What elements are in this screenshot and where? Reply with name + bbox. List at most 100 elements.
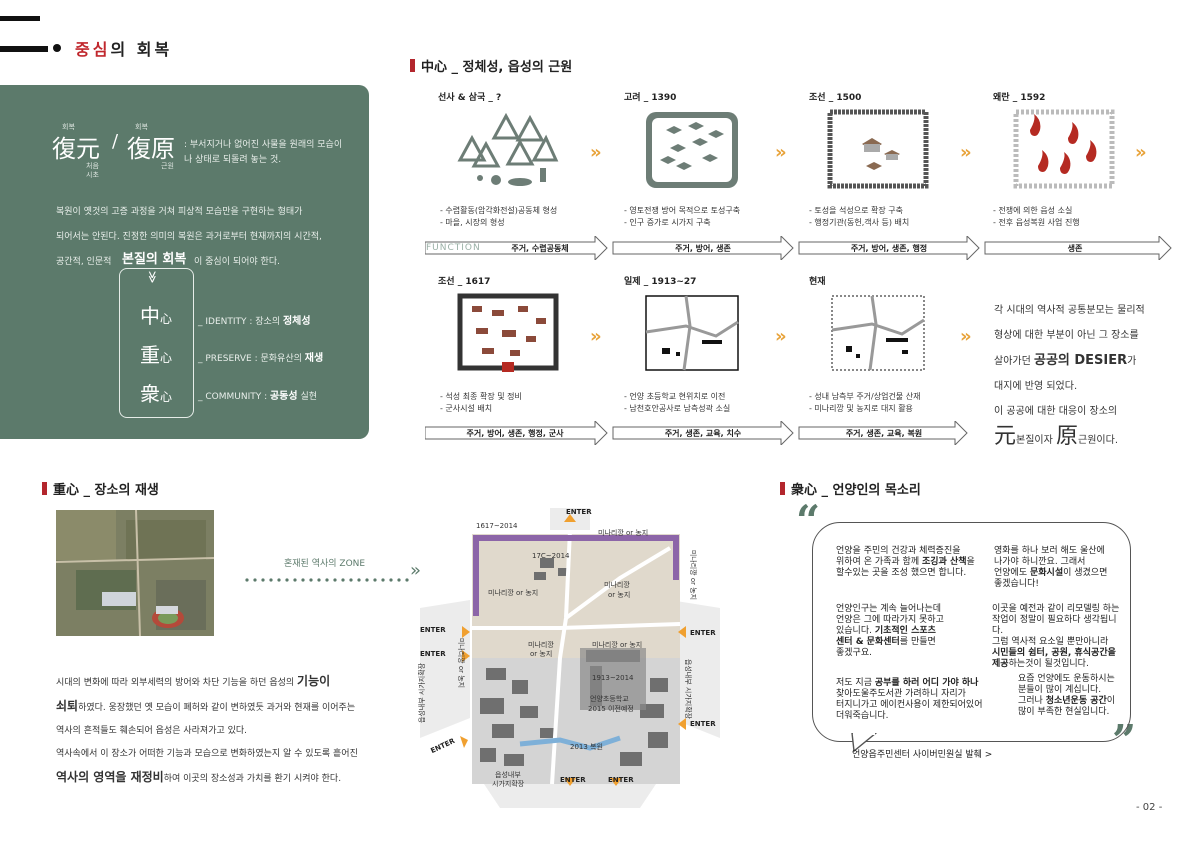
enter-south-1: ENTER xyxy=(560,776,586,784)
enter-east-2: ENTER xyxy=(690,720,716,728)
era-prehistoric: 선사 & 삼국 _ ? xyxy=(438,93,502,103)
func-joseon-1617: 주거, 방어, 생존, 행정, 군사 xyxy=(466,429,564,438)
intro-para-2: 되어서는 안된다. 진정한 의미의 복원은 과거로부터 현재까지의 시간적, xyxy=(56,232,322,242)
func-joseon-1500: 주거, 방어, 생존, 행정 xyxy=(850,244,928,253)
voices-source: 언양읍주민센터 사이버민원실 발췌 > xyxy=(852,750,993,760)
desc-joseon-1500: - 토성을 석성으로 확장 구축- 행정기관(동헌,객사 등) 배치 xyxy=(809,206,910,227)
quote-6: 요즘 언양에도 운동하시는 분들이 많이 계십니다. 그러나 청소년운동 공간이… xyxy=(1018,674,1116,717)
aerial-photo-image xyxy=(56,510,214,636)
joseon-1617-fortress-image xyxy=(457,293,559,372)
func-imjin: 생존 xyxy=(1067,244,1083,253)
pillar-identity: _ IDENTITY : 장소의 정체성 xyxy=(198,316,311,327)
desc-japanese: - 언양 초등학교 현위치로 이전- 남천호안공사로 남측성곽 소실 xyxy=(624,392,731,413)
map-label-expansion-south-1: 읍성내부 xyxy=(495,771,521,779)
intro-para-3: 공간적, 인문적 xyxy=(56,257,112,267)
era-present: 현재 xyxy=(809,277,826,287)
desc-goryeo: - 영토전쟁 방어 목적으로 토성구축- 인구 증가로 시가지 구축 xyxy=(624,206,741,227)
pillar-community: _ COMMUNITY : 공동성 실현 xyxy=(198,391,318,402)
japanese-era-map-image xyxy=(645,295,739,371)
quote-3: 언양인구는 계속 늘어나는데 언양은 그에 따라가지 못하고 있습니다. 기초적… xyxy=(836,604,944,658)
func-prehistoric: 주거, 수렵공동체 xyxy=(511,244,569,253)
present-map-image xyxy=(831,295,925,371)
chevron-icon: » xyxy=(590,142,602,163)
map-label-1617: 1617~2014 xyxy=(476,522,518,530)
voices-title: 衆心 _ 언양인의 목소리 xyxy=(780,479,921,498)
desc-prehistoric: - 수렵활동(암각화전설)공동체 형성- 마을, 시장의 형성 xyxy=(440,206,558,227)
map-label-field-left: 미나리깡 or 농지 xyxy=(488,589,539,597)
section-number-2 xyxy=(0,16,61,52)
map-label-1913: 1913~2014 xyxy=(592,674,634,682)
joseon-1500-fortress-image xyxy=(827,109,929,189)
map-label-or-field-center: or 농지 xyxy=(530,650,553,658)
chevron-icon: » xyxy=(960,326,972,347)
map-label-field-west: 미나리깡 or 농지 xyxy=(457,637,466,689)
pillars-box xyxy=(119,268,194,418)
quote-5: 저도 지금 공부를 하러 어디 가야 하나 찾아도울주도서관 가려하니 자리가 … xyxy=(836,678,983,721)
map-label-field-right: 미나리깡 or 농지 xyxy=(689,549,698,601)
map-label-field-top: 미나리깡 or 농지 xyxy=(598,529,649,537)
map-label-or-field: or 농지 xyxy=(608,591,631,599)
map-label-school: 언양초등학교 xyxy=(590,695,629,703)
bubble-tail xyxy=(851,733,878,753)
page-title: 중심의 회복 xyxy=(75,40,173,59)
ruby-1: 회복 xyxy=(62,123,75,131)
speech-bubble xyxy=(812,522,1131,742)
pillar-hanja-identity: 中心 xyxy=(140,304,173,328)
goryeo-fortress-image xyxy=(646,112,738,188)
era-imjin: 왜란 _ 1592 xyxy=(993,93,1046,103)
map-label-2015: 2015 이전예정 xyxy=(588,705,634,713)
intro-panel xyxy=(0,85,369,439)
highlight-essence: 본질의 회복 xyxy=(122,252,187,267)
enter-south-2: ENTER xyxy=(608,776,634,784)
pillar-hanja-preserve: 重心 xyxy=(140,343,173,367)
desc-joseon-1617: - 석성 최종 확장 및 정비- 군사시설 배치 xyxy=(440,392,522,413)
pillar-hanja-community: 衆心 xyxy=(140,382,173,406)
map-label-17c: 17C~2014 xyxy=(532,552,570,560)
quote-4: 이곳을 예전과 같이 리모델링 하는 작업이 정말이 필요하다 생각됩니다. 그… xyxy=(992,604,1120,669)
chevron-icon: » xyxy=(590,326,602,347)
regen-title: 重心 _ 장소의 재생 xyxy=(42,479,159,498)
enter-west-2: ENTER xyxy=(420,650,446,658)
sub-geunwon: 근원 xyxy=(161,162,174,170)
enter-east-1: ENTER xyxy=(690,629,716,637)
map-label-expansion-east: 읍성내부 시가지확장 xyxy=(684,658,693,720)
slash: / xyxy=(112,131,119,152)
map-label-2013-restore: 2013 복원 xyxy=(570,743,603,751)
desc-present: - 성내 남측부 주거/상업건물 산재- 미나리깡 및 농지로 대지 활용 xyxy=(809,392,921,413)
func-japanese: 주거, 생존, 교육, 치수 xyxy=(664,429,742,438)
zone-label: 혼재된 역사의 ZONE xyxy=(284,559,366,569)
function-arrow-row1 xyxy=(425,236,1172,260)
timeline-title: 中心 _ 정체성, 읍성의 근원 xyxy=(410,56,572,75)
intro-para-1: 복원이 옛것의 고증 과정을 거쳐 피상적 모습만을 구현하는 형태가 xyxy=(56,207,303,217)
regen-text: 시대의 변화에 따라 외부세력의 방어와 차단 기능을 하던 읍성의 기능이 쇠… xyxy=(56,674,358,784)
site-map xyxy=(420,508,720,808)
chevron-icon: » xyxy=(775,326,787,347)
definition-text: : 부서지거나 없어진 사물을 원래의 모습이나 상태로 되돌려 놓는 것. xyxy=(184,140,343,165)
function-arrow-row2 xyxy=(425,421,968,445)
era-goryeo: 고려 _ 1390 xyxy=(624,93,677,103)
map-label-minari: 미나리깡 xyxy=(604,581,630,589)
func-present: 주거, 생존, 교육, 복원 xyxy=(845,429,923,438)
pillar-preserve: _ PRESERVE : 문화유산의 재생 xyxy=(198,353,324,364)
prehistoric-tents-image xyxy=(457,112,559,186)
hanja-fukugen-1: 復元 xyxy=(52,135,100,163)
desc-imjin: - 전쟁에 의한 읍성 소실- 전후 읍성복원 사업 진행 xyxy=(993,206,1080,227)
intro-para-end: 이 중심이 되어야 한다. xyxy=(194,257,280,267)
era-joseon-1617: 조선 _ 1617 xyxy=(438,277,491,287)
era-joseon-1500: 조선 _ 1500 xyxy=(809,93,862,103)
zone-arrow-icon: » xyxy=(410,560,422,581)
era-japanese: 일제 _ 1913~27 xyxy=(624,277,697,287)
timeline-summary: 각 시대의 역사적 공통분모는 물리적 형상에 대한 부분이 아닌 그 장소를 … xyxy=(994,305,1145,449)
map-label-field-mid: 미나리깡 or 농지 xyxy=(592,641,643,649)
quote-1: 언양을 주민의 건강과 체력증진을 위하여 온 가족과 함께 조깅과 산책을 할… xyxy=(836,546,975,578)
enter-north: ENTER xyxy=(566,508,592,516)
hanja-fukugen-2: 復原 xyxy=(127,135,175,163)
page-number: - 02 - xyxy=(1136,802,1163,813)
enter-west-1: ENTER xyxy=(420,626,446,634)
chevron-icon: » xyxy=(1135,142,1147,163)
func-goryeo: 주거, 방어, 생존 xyxy=(675,244,731,253)
map-label-expansion-south-2: 시가지확장 xyxy=(492,780,525,788)
zone-dots xyxy=(244,570,429,582)
map-label-minari-center: 미나리깡 xyxy=(528,641,554,649)
map-label-expansion-west: 읍성내부 시가지확장 xyxy=(418,662,427,724)
